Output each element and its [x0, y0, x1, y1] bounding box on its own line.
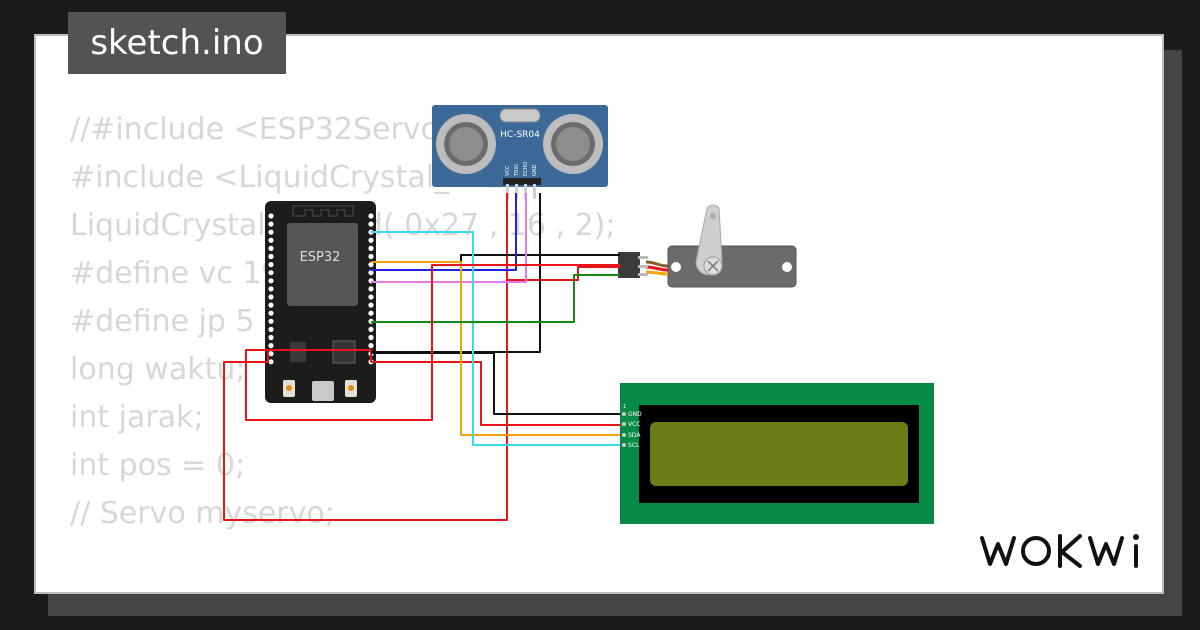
- lcd-pin-label: SCL: [628, 442, 640, 449]
- code-line: // Servo myservo;: [70, 496, 335, 531]
- lcd-pin-one-label: 1: [623, 404, 626, 410]
- header-pin: [268, 221, 274, 227]
- usb-chip-icon: [332, 340, 356, 364]
- header-pin: [368, 262, 374, 268]
- header-pin: [268, 351, 274, 357]
- wire-servo-signal: [371, 274, 620, 323]
- header-pin: [268, 278, 274, 284]
- code-line: int jarak;: [70, 400, 204, 435]
- header-pin: [268, 294, 274, 300]
- file-tab[interactable]: sketch.ino: [68, 12, 286, 74]
- header-pin: [268, 302, 274, 308]
- code-line: long waktu;: [70, 352, 246, 387]
- hcsr04-pin-label: ECHO: [523, 162, 529, 176]
- hcsr04-pin-label: VCC: [505, 165, 511, 176]
- header-pin: [368, 334, 374, 341]
- header-pin: [368, 270, 374, 276]
- header-pin: [268, 286, 274, 292]
- esp32-board[interactable]: ESP32: [265, 201, 376, 403]
- header-pin: [268, 326, 274, 332]
- servo-motor[interactable]: [618, 204, 797, 288]
- wire-sda: [371, 261, 620, 436]
- header-pin: [268, 253, 274, 260]
- wokwi-logo: [980, 534, 1139, 568]
- hcsr04-label: HC-SR04: [500, 130, 540, 140]
- wire-scl: [371, 231, 620, 446]
- header-pin: [368, 237, 374, 243]
- wire-gnd-sensor: [371, 193, 541, 353]
- header-pin: [368, 326, 374, 332]
- header-pin: [268, 270, 274, 276]
- code-line: #define vc 19: [70, 256, 281, 291]
- esp32-left-pins: [268, 213, 274, 365]
- wire-trig: [371, 193, 517, 271]
- esp32-label: ESP32: [300, 250, 341, 265]
- header-pin: [268, 343, 274, 349]
- hcsr04-header: [503, 178, 541, 185]
- servo-connector: [618, 252, 640, 278]
- header-pin: [368, 302, 374, 308]
- servo-mount-hole-icon: [671, 262, 681, 272]
- header-pin: [268, 245, 274, 251]
- code-line: #define jp 5: [70, 304, 255, 339]
- wire-red-loop: [245, 264, 620, 421]
- usb-port-icon: [312, 381, 334, 401]
- servo-mount-hole-icon: [782, 262, 792, 272]
- lcd-1602[interactable]: 1 GND VCC SDA SCL: [620, 383, 934, 524]
- header-pin: [268, 310, 274, 316]
- header-pin: [268, 262, 274, 268]
- lcd-screen: [650, 422, 908, 486]
- header-pin: [368, 221, 374, 227]
- wires: [223, 193, 620, 521]
- header-pin: [268, 318, 274, 324]
- code-line: int pos = 0;: [70, 448, 246, 483]
- header-pin: [368, 343, 374, 349]
- crystal-icon: [499, 108, 541, 123]
- header-pin: [268, 359, 274, 365]
- header-pin: [368, 286, 374, 292]
- regulator-icon: [290, 342, 306, 362]
- servo-body: [668, 246, 796, 287]
- header-pin: [368, 245, 374, 251]
- hcsr04-pin-label: GND: [532, 164, 538, 176]
- lcd-pin-label: SDA: [628, 432, 641, 439]
- esp32-module: [287, 223, 358, 306]
- hcsr04-pin-label: TRIG: [514, 164, 520, 177]
- header-pin: [268, 334, 274, 341]
- header-pin: [368, 294, 374, 300]
- wire-vcc-lcd: [371, 361, 620, 426]
- esp32-right-pins: [368, 213, 374, 365]
- hcsr04-sensor[interactable]: HC-SR04 VCC TRIG ECHO GND: [432, 105, 608, 199]
- header-pin: [268, 229, 274, 235]
- lcd-pin-label: VCC: [628, 421, 640, 428]
- header-pin: [268, 237, 274, 243]
- wire-echo: [371, 193, 527, 283]
- antenna-icon: [292, 205, 354, 217]
- header-pin: [368, 253, 374, 260]
- lcd-pin-label: GND: [628, 411, 642, 418]
- header-pin: [368, 213, 374, 219]
- header-pin: [268, 213, 274, 219]
- wire-servo-vcc: [506, 266, 620, 281]
- header-pin: [368, 310, 374, 316]
